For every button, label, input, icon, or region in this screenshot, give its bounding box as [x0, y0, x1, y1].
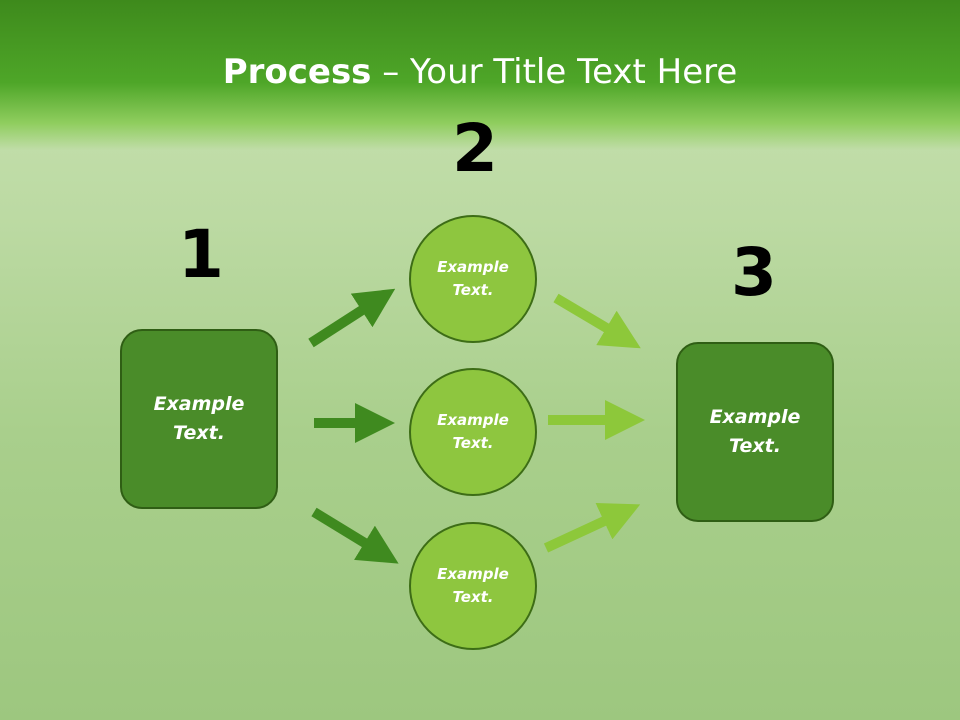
circle-bottom-text: Example Text. — [437, 565, 509, 606]
step-number-3: 3 — [731, 234, 777, 311]
step-number-2: 2 — [452, 110, 498, 187]
slide-title: Process – Your Title Text Here — [0, 52, 960, 92]
circle-bottom: Example Text. — [409, 522, 537, 650]
circle-middle: Example Text. — [409, 368, 537, 496]
arrow-top-to-right — [553, 293, 641, 349]
arrow-bottom-to-right — [543, 503, 641, 553]
right-box: Example Text. — [676, 342, 834, 522]
arrow-left-to-bottom — [311, 507, 399, 564]
left-box: Example Text. — [120, 329, 278, 509]
title-bar — [0, 0, 960, 150]
right-box-text: Example Text. — [709, 406, 801, 457]
left-box-text: Example Text. — [153, 393, 245, 444]
arrow-left-to-top — [308, 288, 396, 348]
circle-top: Example Text. — [409, 215, 537, 343]
title-bold: Process — [222, 52, 372, 92]
circle-middle-text: Example Text. — [437, 411, 509, 452]
circle-top-text: Example Text. — [437, 258, 509, 299]
title-rest: – Your Title Text Here — [371, 52, 738, 92]
step-number-1: 1 — [178, 216, 224, 293]
